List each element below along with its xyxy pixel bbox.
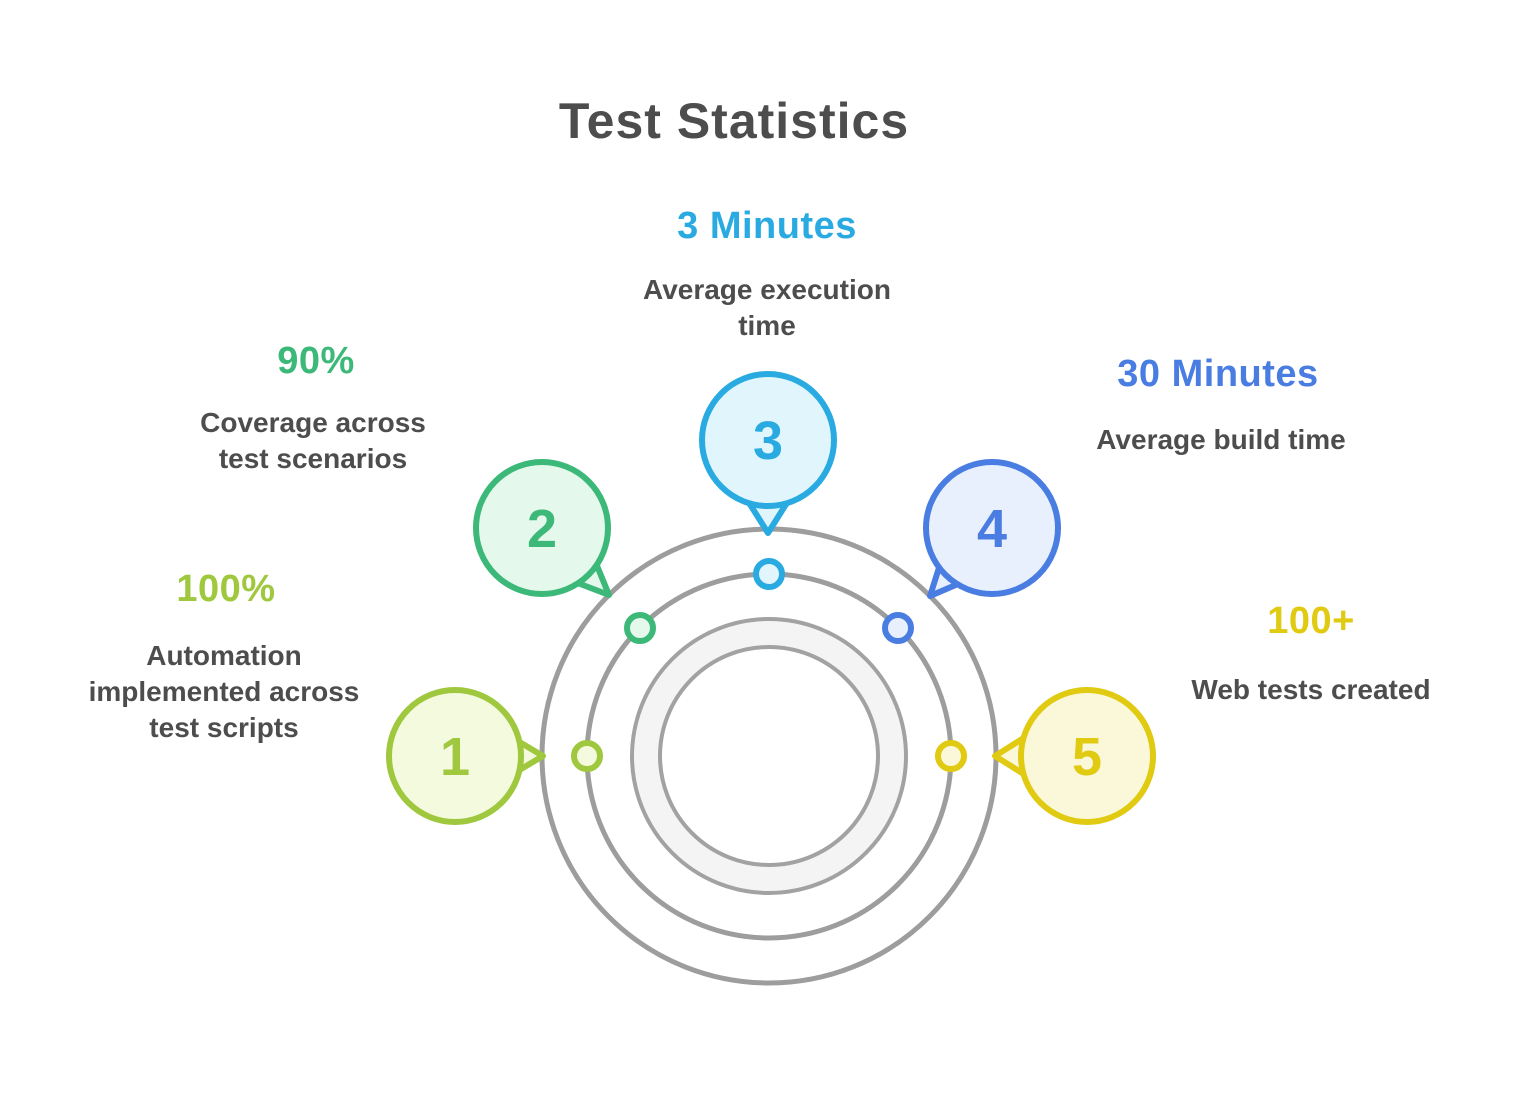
bubble-3-orbit-marker [753,558,785,590]
bubble-3-number: 3 [753,411,783,471]
bubble-2-orbit-marker [624,612,656,644]
bubble-4-circle [923,459,1061,597]
bubble-5-orbit-marker [935,740,967,772]
stat-bubble-1: 1 [386,687,603,825]
page-title: Test Statistics [558,93,910,149]
bubble-2-circle [473,459,611,597]
stat-bubble-4: 4 [882,459,1061,644]
bubble-4-orbit-marker [882,612,914,644]
bubble-1-orbit-marker [571,740,603,772]
bubble-5-circle [1018,687,1156,825]
bubble-5-number: 5 [1072,727,1102,787]
stat-bubble-3: 3 [699,371,837,590]
stat-5-label: Web tests created [1191,674,1431,705]
bubble-2-number: 2 [527,499,557,559]
inner-donut-outer-edge [630,617,908,895]
stat-3-value: 3 Minutes [677,205,857,247]
bubble-1-circle [386,687,524,825]
stat-3-label: Average execution time [643,274,891,341]
bubble-1-number: 1 [440,727,470,787]
stat-5-value: 100+ [1267,600,1355,642]
bubble-4-number: 4 [977,499,1007,559]
inner-donut-inner-edge [658,645,880,867]
stat-2-label: Coverage across test scenarios [200,407,426,474]
stat-1-value: 100% [176,568,276,610]
stat-2-value: 90% [277,340,355,382]
stat-4-value: 30 Minutes [1117,353,1319,395]
inner-donut-band [632,619,906,893]
stat-1-label: Automation implemented across test scrip… [88,640,360,743]
stat-bubble-2: 2 [473,459,656,644]
bubble-3-circle [699,371,837,509]
stat-bubble-5: 5 [935,687,1156,825]
stat-4-label: Average build time [1096,424,1346,455]
